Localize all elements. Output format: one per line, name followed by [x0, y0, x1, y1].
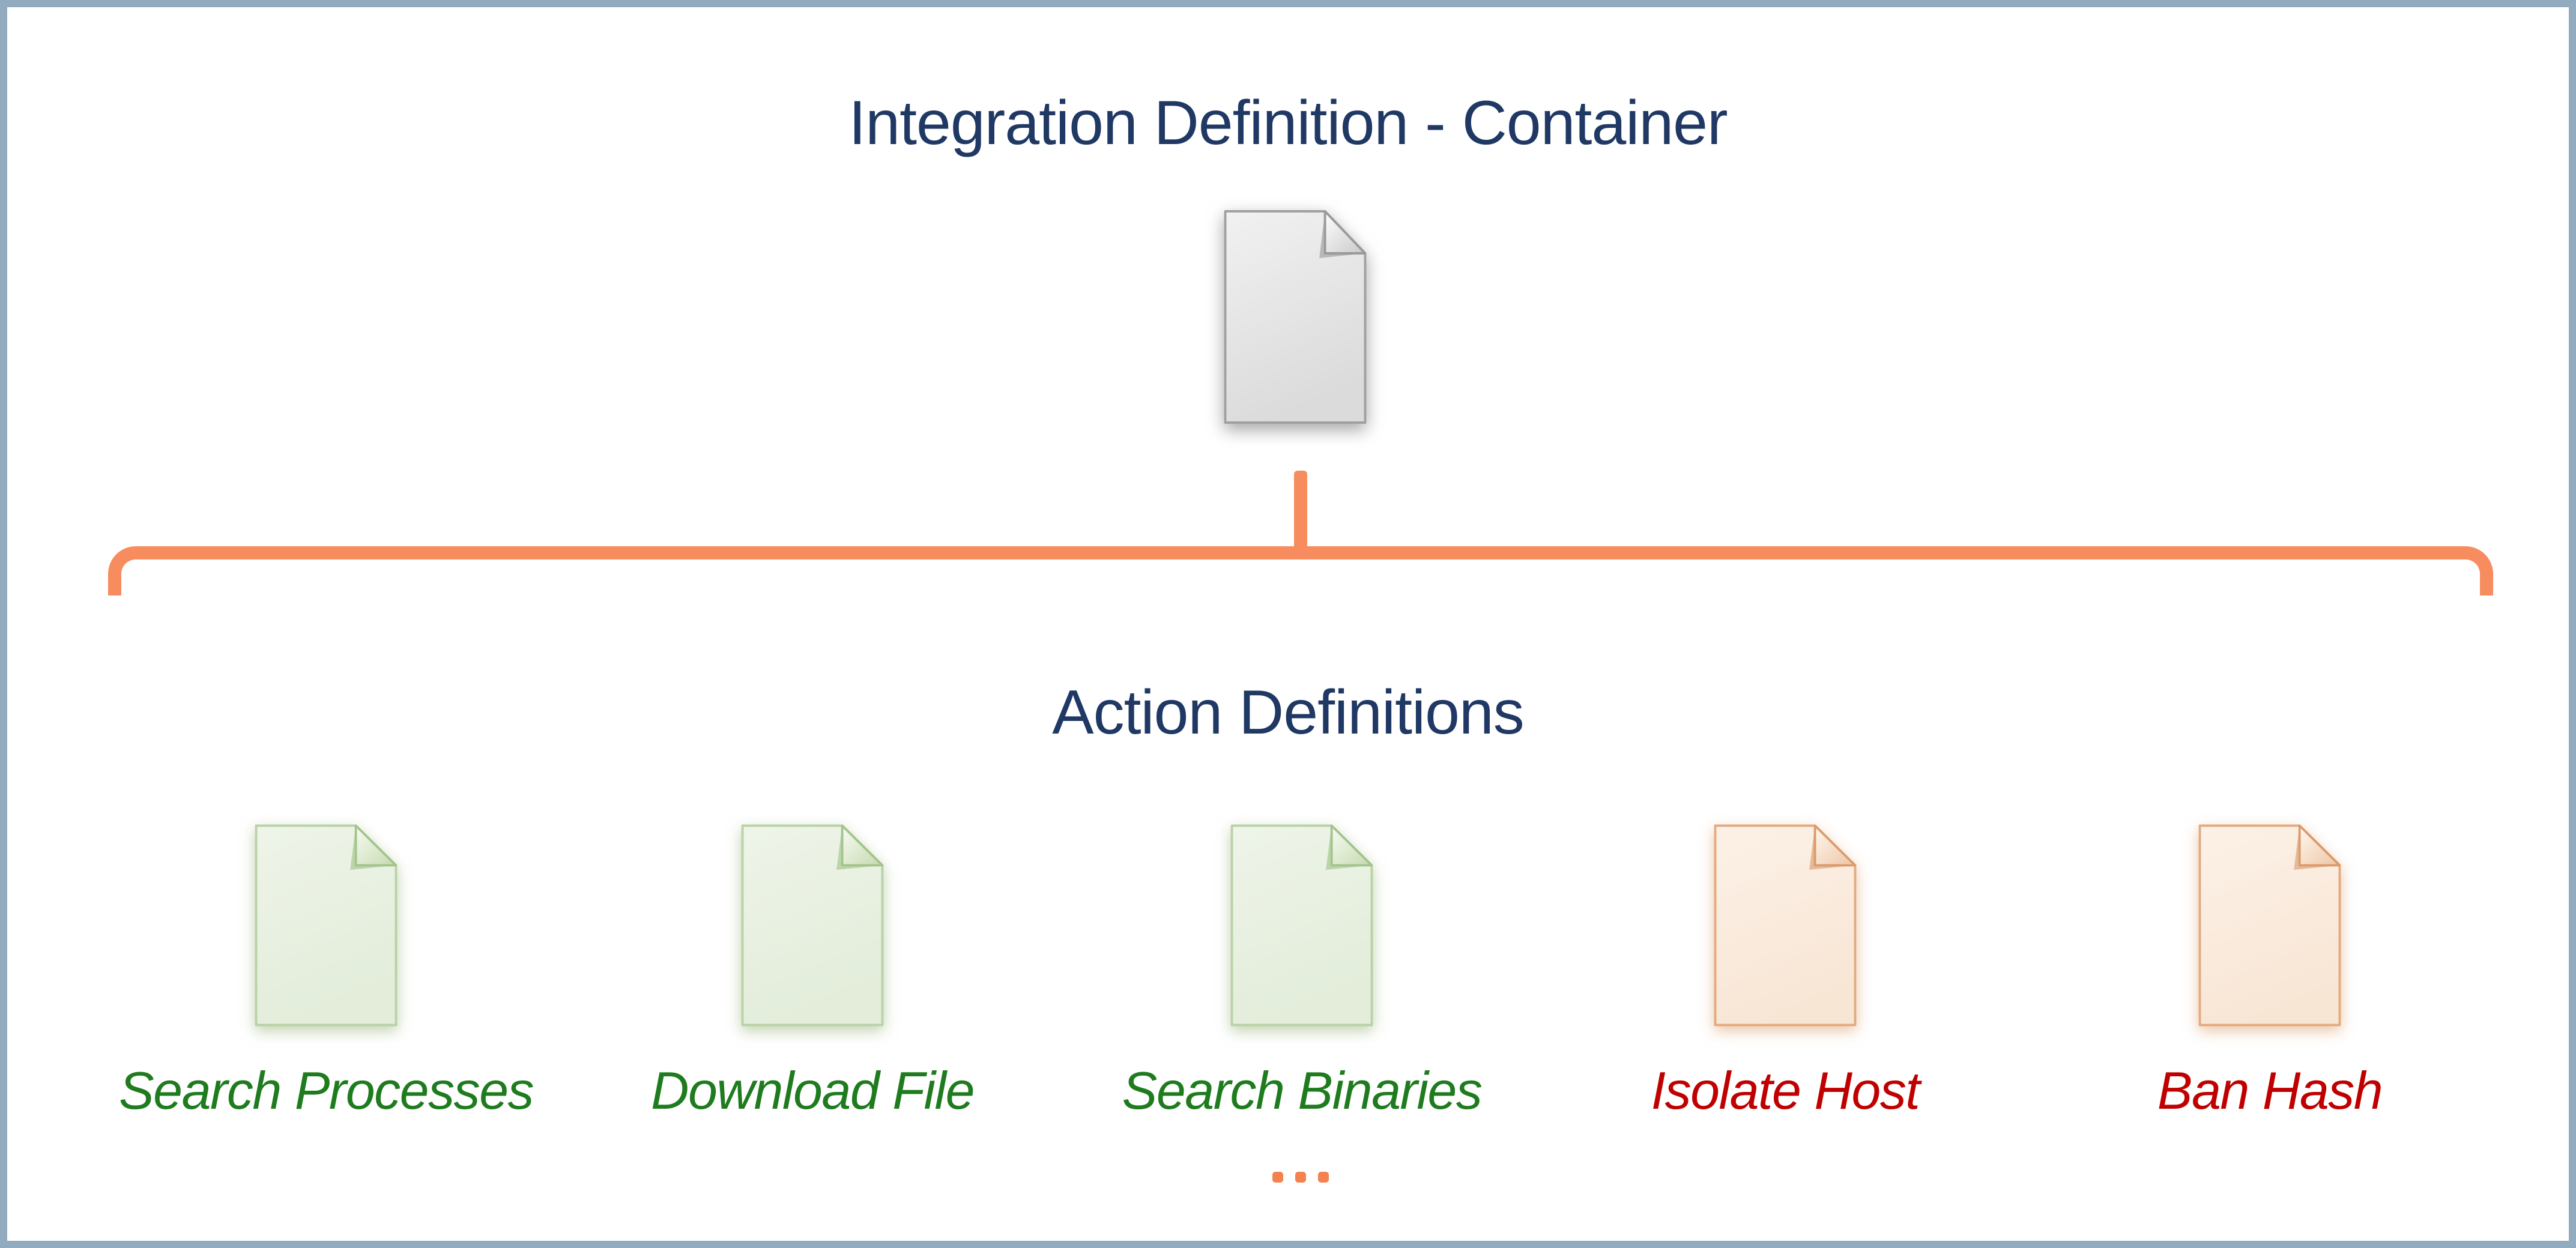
document-icon — [255, 824, 398, 1026]
document-icon — [1224, 210, 1367, 424]
document-icon — [741, 824, 884, 1026]
connector-bracket — [108, 546, 2493, 595]
document-icon — [2198, 824, 2341, 1026]
integration-definition-document — [1220, 205, 1371, 429]
action-label: Search Processes — [118, 1061, 534, 1120]
action-label: Search Binaries — [1122, 1061, 1483, 1120]
page-title: Integration Definition - Container — [848, 88, 1728, 158]
action-ban-hash: Ban Hash — [2060, 820, 2480, 1120]
action-isolate-host: Isolate Host — [1575, 820, 1995, 1120]
more-actions-ellipsis — [1272, 1172, 1329, 1183]
action-search-processes: Search Processes — [116, 820, 536, 1120]
action-label: Ban Hash — [2157, 1061, 2383, 1120]
ellipsis-dot — [1318, 1172, 1329, 1183]
section-title: Action Definitions — [1052, 678, 1525, 747]
connector-stem — [1294, 471, 1307, 552]
action-label: Download File — [650, 1061, 975, 1120]
action-label: Isolate Host — [1651, 1061, 1920, 1120]
document-icon — [1714, 824, 1857, 1026]
ellipsis-dot — [1272, 1172, 1283, 1183]
document-icon — [1230, 824, 1373, 1026]
action-search-binaries: Search Binaries — [1092, 820, 1512, 1120]
action-download-file: Download File — [602, 820, 1023, 1120]
ellipsis-dot — [1295, 1172, 1306, 1183]
